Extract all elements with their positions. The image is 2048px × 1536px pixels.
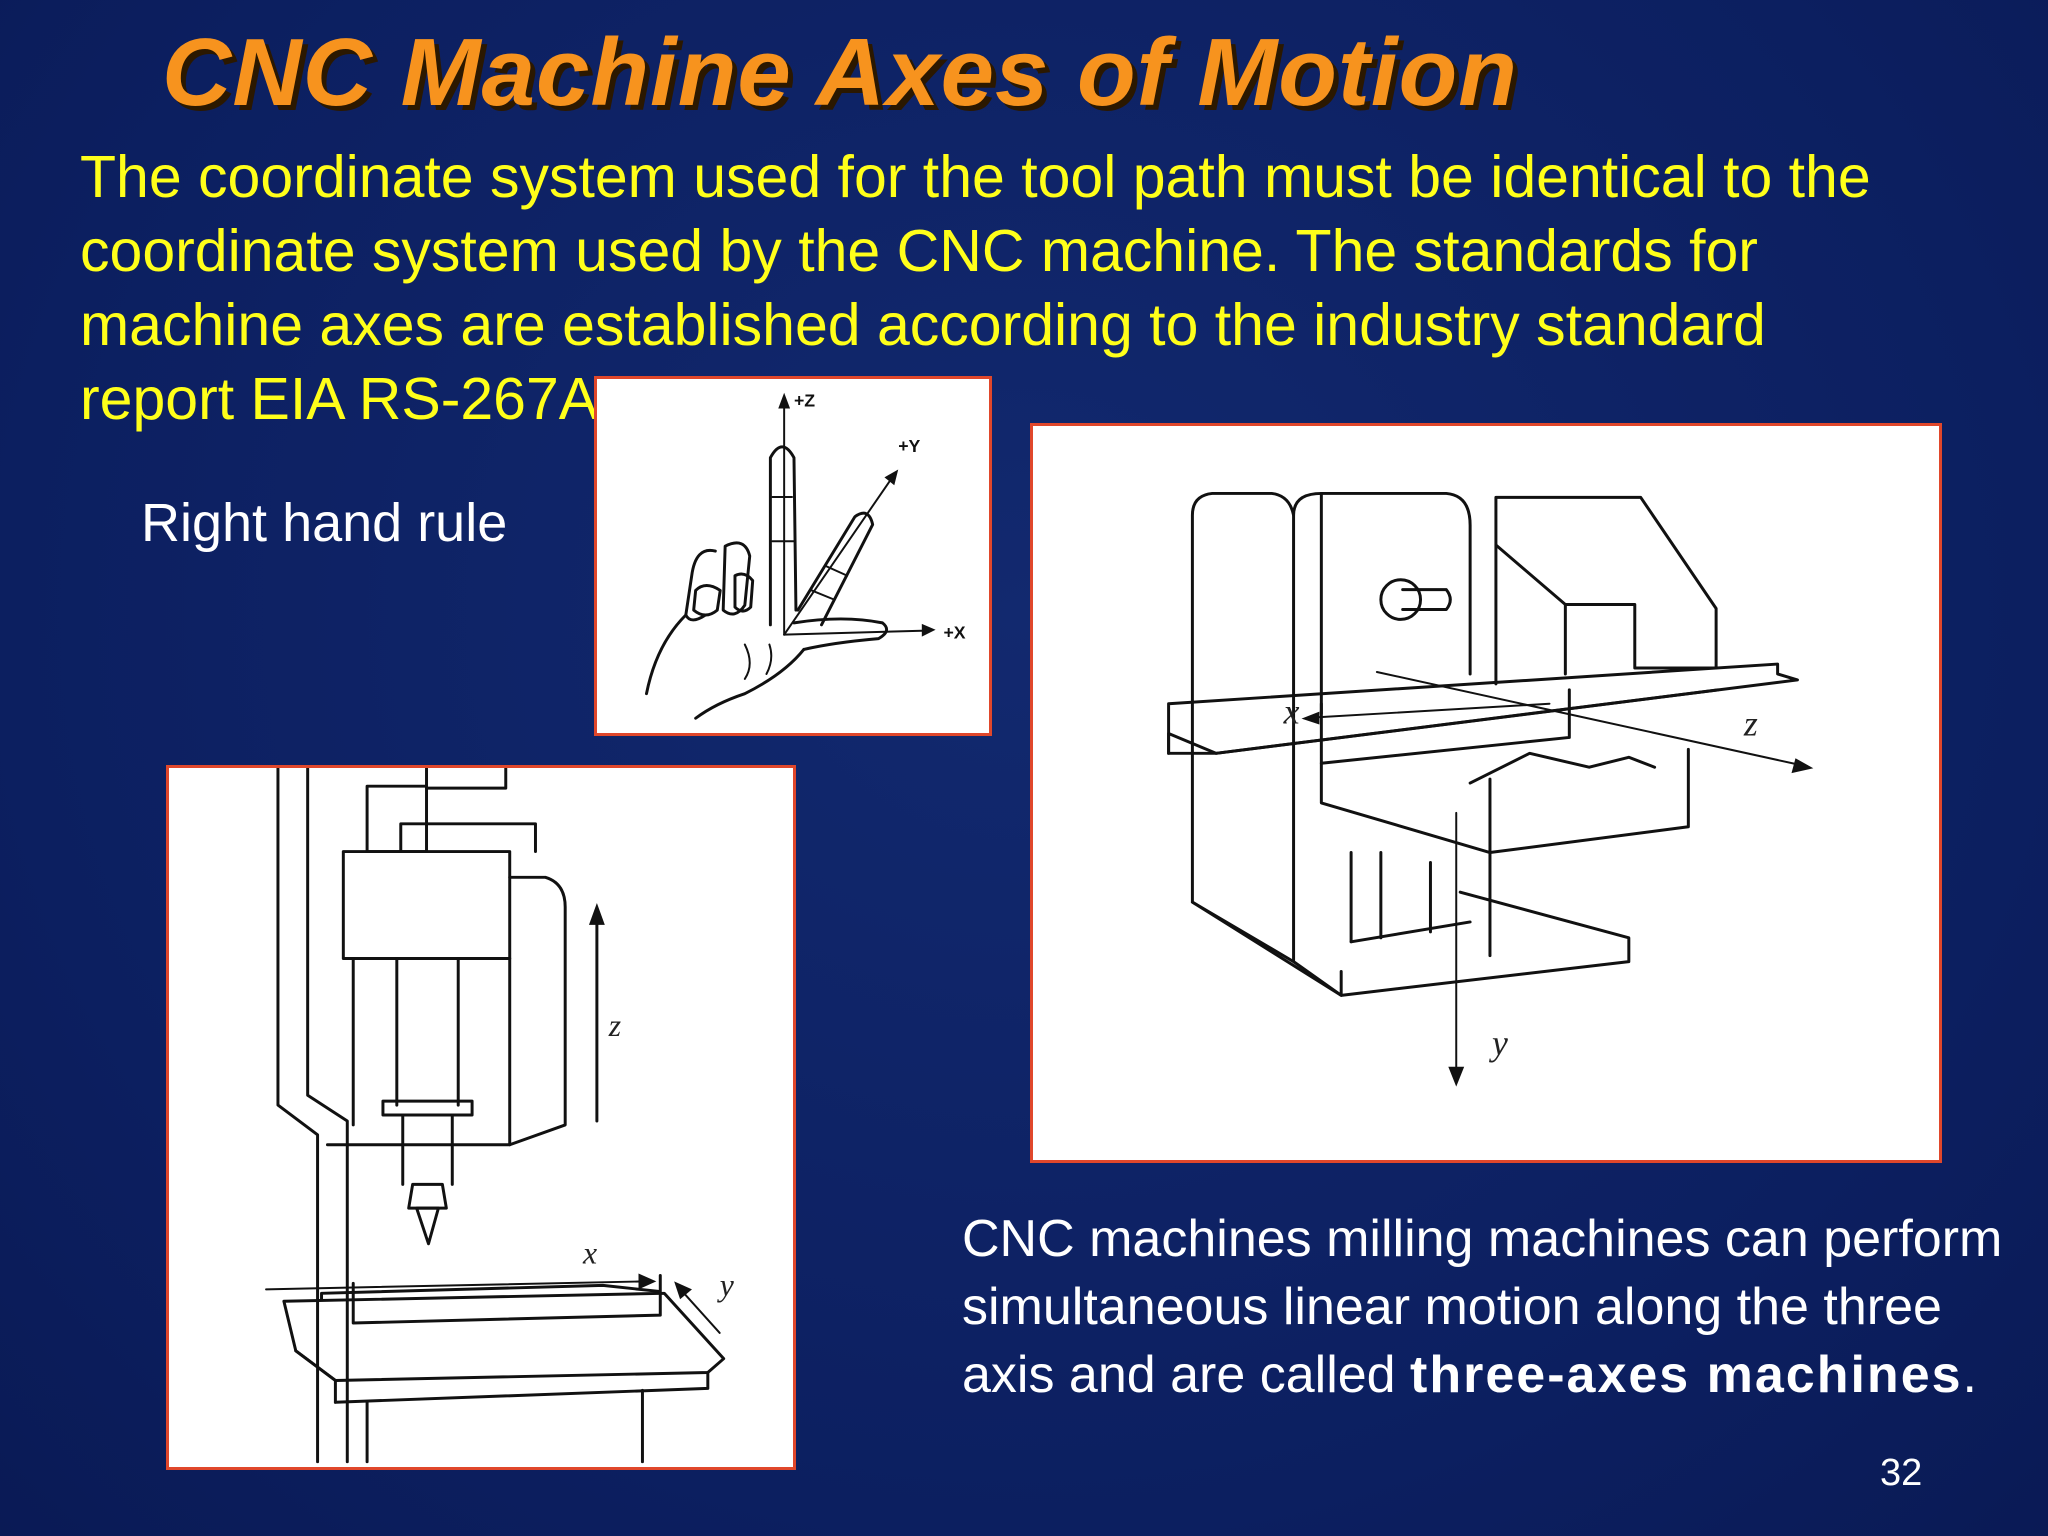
hand-x-label: +X (943, 623, 965, 643)
page-number: 32 (1880, 1452, 1923, 1494)
caption-paragraph: CNC machines milling machines can perfor… (962, 1205, 2022, 1409)
horizontal-x-label: x (1283, 692, 1300, 732)
vertical-mill-diagram: z x y (166, 765, 796, 1470)
intro-line: report EIA RS-267A. (80, 366, 615, 432)
hand-z-label: +Z (794, 391, 815, 411)
horizontal-y-label: y (1489, 1023, 1508, 1063)
hand-illustration: +Z +Y +X (645, 391, 966, 720)
caption-text: CNC machines milling machines can perfor… (962, 1210, 2003, 1404)
caption-end: . (1962, 1346, 1977, 1404)
intro-line: coordinate system used by the CNC machin… (80, 218, 1758, 284)
right-hand-rule-diagram: +Z +Y +X (594, 376, 992, 736)
caption-bold-term: three-axes machines (1410, 1346, 1963, 1404)
intro-line: machine axes are established according t… (80, 292, 1766, 358)
vertical-x-label: x (582, 1236, 597, 1271)
right-hand-rule-label: Right hand rule (141, 493, 508, 553)
slide-title: CNC Machine Axes of Motion (162, 19, 1518, 126)
vertical-y-label: y (717, 1267, 735, 1302)
hand-y-label: +Y (898, 436, 920, 456)
intro-paragraph: The coordinate system used for the tool … (80, 140, 2000, 436)
intro-line: The coordinate system used for the tool … (80, 144, 1871, 210)
horizontal-mill-diagram: x z y (1030, 423, 1942, 1163)
horizontal-z-label: z (1743, 703, 1758, 743)
horizontal-mill-illustration: x z y (1167, 491, 1814, 1087)
vertical-z-label: z (608, 1008, 621, 1043)
vertical-mill-illustration: z x y (265, 768, 735, 1464)
